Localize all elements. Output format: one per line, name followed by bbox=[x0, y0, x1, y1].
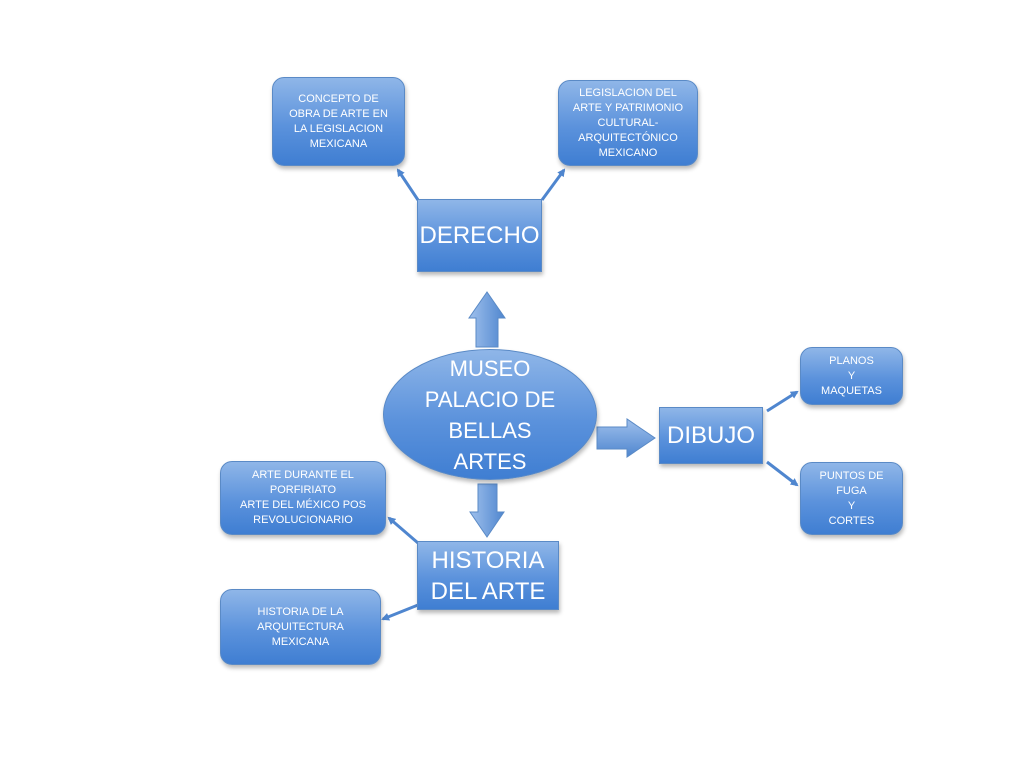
leaf-node-planos-maquetas: PLANOS Y MAQUETAS bbox=[800, 347, 903, 405]
leaf-label-planos-maquetas: PLANOS Y MAQUETAS bbox=[821, 354, 882, 397]
branch-label-historia-arte: HISTORIA DEL ARTE bbox=[430, 546, 546, 605]
arrow-center-to-historia bbox=[469, 483, 505, 538]
branch-node-derecho: DERECHO bbox=[417, 199, 542, 272]
leaf-label-legislacion-arte: LEGISLACION DEL ARTE Y PATRIMONIO CULTUR… bbox=[572, 86, 684, 159]
center-node-label: MUSEO PALACIO DE BELLAS ARTES bbox=[424, 355, 556, 474]
branch-node-dibujo: DIBUJO bbox=[659, 407, 763, 464]
leaf-node-arte-porfiriato: ARTE DURANTE EL PORFIRIATO ARTE DEL MÉXI… bbox=[220, 461, 386, 535]
center-node-museo: MUSEO PALACIO DE BELLAS ARTES bbox=[383, 349, 597, 480]
arrow-dibujo-to-planos bbox=[766, 390, 799, 413]
leaf-label-puntos-fuga: PUNTOS DE FUGA Y CORTES bbox=[819, 469, 884, 527]
arrow-center-to-derecho bbox=[468, 291, 506, 348]
arrow-dibujo-to-puntos bbox=[766, 460, 799, 487]
arrow-center-to-dibujo bbox=[596, 418, 656, 458]
arrow-derecho-to-legislacion bbox=[540, 168, 566, 201]
leaf-node-concepto-obra: CONCEPTO DE OBRA DE ARTE EN LA LEGISLACI… bbox=[272, 77, 405, 166]
leaf-node-puntos-fuga: PUNTOS DE FUGA Y CORTES bbox=[800, 462, 903, 535]
leaf-node-legislacion-arte: LEGISLACION DEL ARTE Y PATRIMONIO CULTUR… bbox=[558, 80, 698, 166]
leaf-label-arte-porfiriato: ARTE DURANTE EL PORFIRIATO ARTE DEL MÉXI… bbox=[240, 469, 366, 526]
branch-node-historia-arte: HISTORIA DEL ARTE bbox=[417, 541, 559, 610]
leaf-node-historia-arquitectura: HISTORIA DE LA ARQUITECTURA MEXICANA bbox=[220, 589, 381, 665]
leaf-label-concepto-obra: CONCEPTO DE OBRA DE ARTE EN LA LEGISLACI… bbox=[289, 92, 388, 150]
branch-label-dibujo: DIBUJO bbox=[666, 422, 755, 449]
leaf-label-historia-arquitectura: HISTORIA DE LA ARQUITECTURA MEXICANA bbox=[257, 605, 344, 648]
branch-label-derecho: DERECHO bbox=[419, 222, 540, 249]
arrow-derecho-to-concepto bbox=[396, 168, 420, 201]
arrow-historia-to-porfiriato bbox=[387, 516, 419, 545]
arrow-historia-to-arquitectura bbox=[381, 603, 419, 621]
